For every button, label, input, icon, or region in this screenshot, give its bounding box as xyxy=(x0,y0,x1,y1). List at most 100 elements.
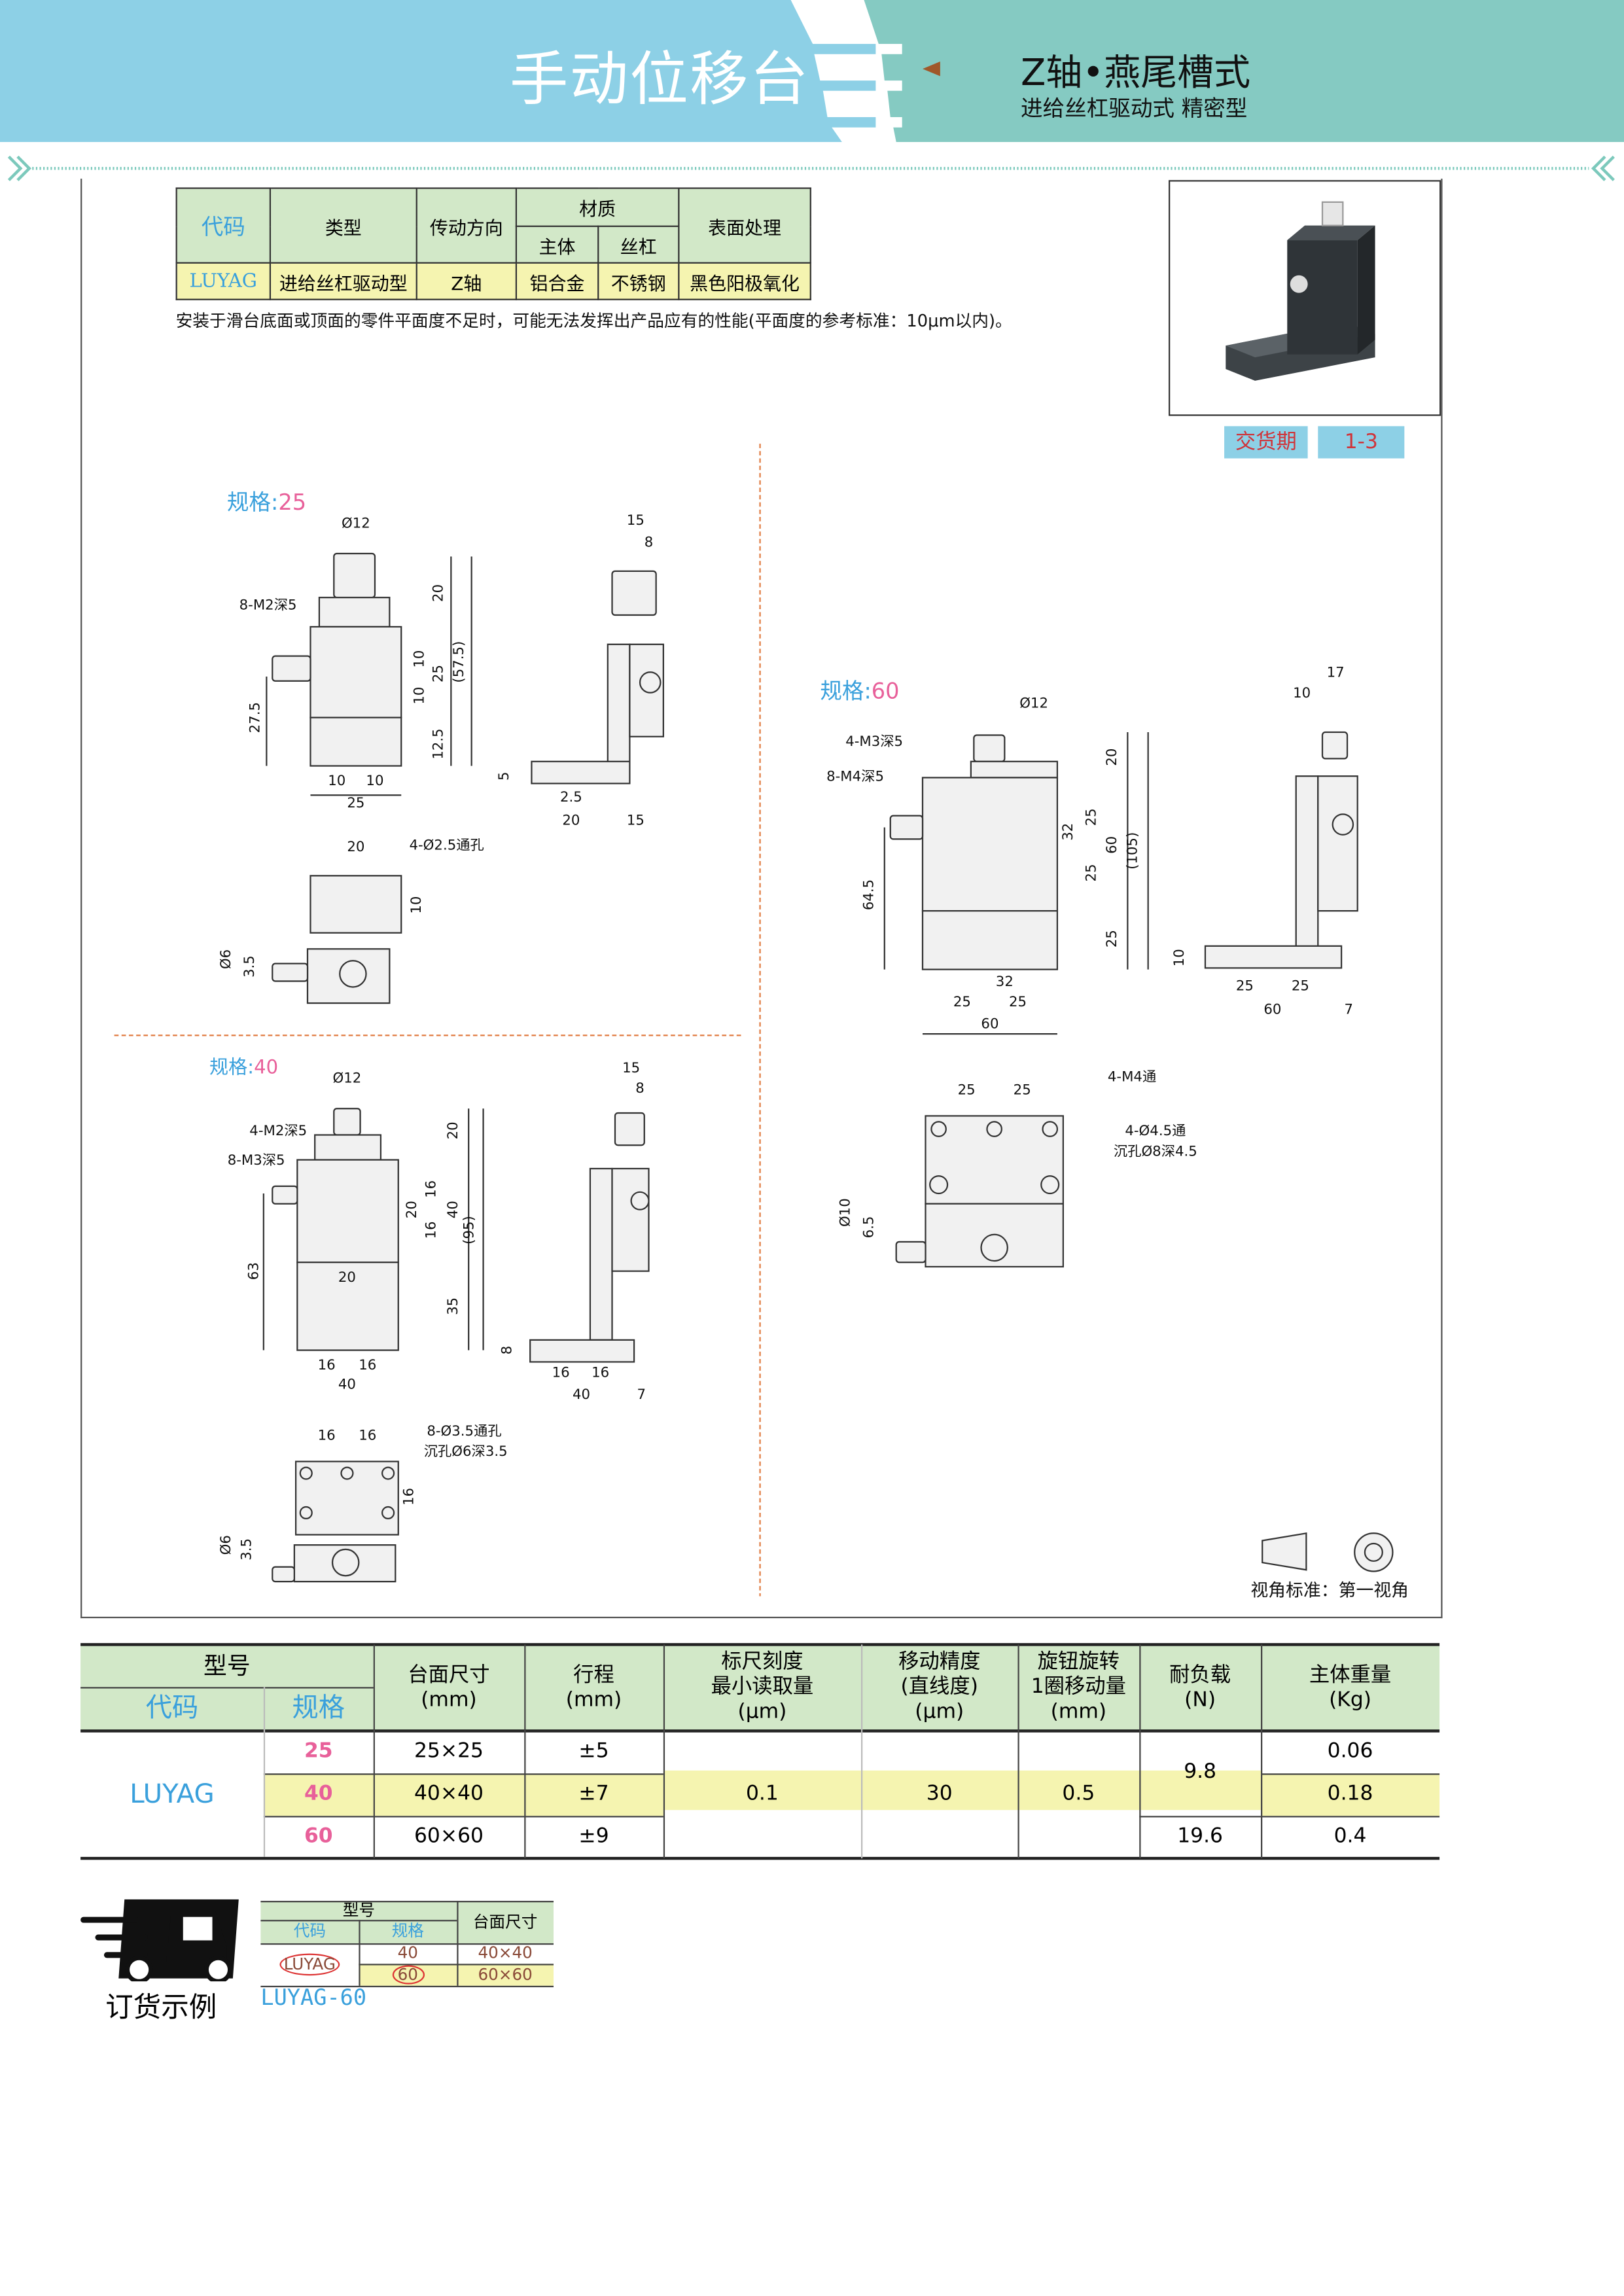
dim-label: Ø12 xyxy=(332,1070,362,1087)
dotted-divider xyxy=(7,155,1615,181)
product-photo xyxy=(1169,180,1441,416)
s25-bottom-view xyxy=(272,875,402,1004)
page-title: 手动位移台 xyxy=(509,46,810,115)
dim-label: 63 xyxy=(246,1262,263,1280)
dim-label: 15 xyxy=(626,813,644,830)
spec-25-title: 规格:25 xyxy=(226,489,307,516)
header-material: 材质 xyxy=(515,187,680,227)
header-spec: 规格 xyxy=(292,1693,345,1724)
dim-label: 10 xyxy=(412,686,429,705)
dim-label: 8 xyxy=(644,535,654,552)
s25-front-view xyxy=(266,552,472,796)
dim-label: 15 xyxy=(626,512,644,529)
dim-label: 25 xyxy=(1013,1082,1031,1099)
order-cell-size: 40×40 xyxy=(478,1943,533,1963)
dim-label: 4-M3深5 xyxy=(845,733,904,751)
delivery-truck-icon xyxy=(80,1899,239,1982)
delivery-value: 1-3 xyxy=(1318,426,1405,459)
dim-label: 5 xyxy=(497,771,513,781)
header-code: 代码 xyxy=(175,187,272,264)
dim-label: 25 xyxy=(1008,995,1027,1011)
order-header-spec: 规格 xyxy=(391,1922,424,1941)
header-surface: 表面处理 xyxy=(678,187,811,264)
dim-label: 4-Ø2.5通孔 xyxy=(409,838,484,855)
dim-label: 32 xyxy=(1060,822,1077,841)
dim-label: 8-M2深5 xyxy=(239,597,297,614)
dim-label: Ø6 xyxy=(219,1535,235,1555)
table-row: LUYAG 进给丝杠驱动型 Z轴 铝合金 不锈钢 黑色阳极氧化 xyxy=(175,262,811,300)
dim-label: 20 xyxy=(431,584,448,602)
cell-weight: 0.06 xyxy=(1327,1740,1373,1763)
dim-label: 20 xyxy=(1104,748,1121,766)
dim-label: 25 xyxy=(1104,930,1121,948)
header-accuracy: 移动精度 (直线度) (μm) xyxy=(898,1651,981,1723)
s60-bottom-view xyxy=(895,1115,1064,1268)
header-body: 主体 xyxy=(515,225,599,264)
dim-label: 16 xyxy=(401,1487,418,1506)
dim-label: 16 xyxy=(359,1358,377,1374)
dim-label: 20 xyxy=(338,1269,356,1286)
dim-label: 16 xyxy=(317,1428,336,1445)
order-cell-size: 60×60 xyxy=(478,1965,533,1985)
dim-label: Ø12 xyxy=(1019,696,1049,713)
delivery-label: 交货期 xyxy=(1224,426,1308,459)
dim-label: (57.5) xyxy=(451,641,468,683)
dim-label: 20 xyxy=(404,1201,421,1219)
dim-label: (105) xyxy=(1125,832,1142,870)
cell-stroke: ±5 xyxy=(578,1740,609,1763)
cell-type: 进给丝杠驱动型 xyxy=(269,262,417,300)
dim-label: 3.5 xyxy=(239,1538,255,1561)
header-weight: 主体重量 (Kg) xyxy=(1309,1663,1392,1712)
view-cone-icon xyxy=(1262,1532,1307,1571)
dim-label: 10 xyxy=(1293,685,1311,702)
dim-label: 35 xyxy=(445,1297,462,1315)
header-knob: 旋钮旋转 1圈移动量 (mm) xyxy=(1031,1651,1126,1723)
dim-label: 20 xyxy=(562,813,580,830)
order-example-result: LUYAG-60 xyxy=(260,1984,367,2011)
cell-stroke: ±9 xyxy=(578,1824,609,1848)
s25-side-view xyxy=(531,570,664,785)
dim-label: 16 xyxy=(359,1428,377,1445)
dim-label: 10 xyxy=(412,650,429,668)
dim-label: 12.5 xyxy=(431,728,448,760)
dim-label: (95) xyxy=(461,1216,478,1245)
cell-spec: 40 xyxy=(304,1782,333,1806)
dim-label: 25 xyxy=(957,1082,976,1099)
dim-label: 8 xyxy=(635,1081,644,1097)
dim-label: 7 xyxy=(637,1387,646,1404)
dim-label: 4-M4通 xyxy=(1107,1069,1157,1086)
flatness-note: 安装于滑台底面或顶面的零件平面度不足时，可能无法发挥出产品应有的性能(平面度的参… xyxy=(175,310,1012,331)
dim-label: 25 xyxy=(1291,978,1309,995)
header-screw: 丝杠 xyxy=(597,225,680,264)
order-header-code: 代码 xyxy=(293,1922,326,1941)
header-code: 代码 xyxy=(145,1693,199,1724)
dim-label: 64.5 xyxy=(861,879,878,911)
cell-screw: 不锈钢 xyxy=(597,262,680,300)
cell-spec: 60 xyxy=(304,1824,333,1848)
cell-stroke: ±7 xyxy=(578,1782,609,1806)
dim-label: 60 xyxy=(981,1016,999,1033)
cell-code: LUYAG xyxy=(130,1778,215,1810)
dim-label: 沉孔Ø6深3.5 xyxy=(423,1444,508,1460)
dim-label: 4-Ø4.5通 xyxy=(1125,1123,1186,1140)
cell-scale: 0.1 xyxy=(745,1782,779,1806)
dim-label: 15 xyxy=(622,1060,641,1077)
cell-spec: 25 xyxy=(304,1740,333,1763)
dim-label: 8-M4深5 xyxy=(826,769,884,786)
dim-label: 16 xyxy=(423,1221,440,1239)
dim-label: Ø12 xyxy=(341,516,370,532)
dim-label: 27.5 xyxy=(247,701,264,733)
header-banner: 手动位移台 Z轴•燕尾槽式 进给丝杠驱动式 精密型 xyxy=(0,0,1624,143)
cell-weight: 0.4 xyxy=(1333,1824,1367,1848)
dim-label: 2.5 xyxy=(559,789,582,806)
order-cell-spec: 40 xyxy=(397,1943,418,1963)
cell-code: LUYAG xyxy=(175,262,272,300)
dim-label: 60 xyxy=(1263,1002,1282,1019)
dim-label: 8-M3深5 xyxy=(227,1152,285,1169)
dim-label: 8-Ø3.5通孔 xyxy=(427,1423,502,1440)
dim-label: 25 xyxy=(953,995,971,1011)
dim-label: 3.5 xyxy=(241,955,258,978)
order-example-title: 订货示例 xyxy=(105,1991,217,2024)
dim-label: Ø6 xyxy=(219,949,235,970)
